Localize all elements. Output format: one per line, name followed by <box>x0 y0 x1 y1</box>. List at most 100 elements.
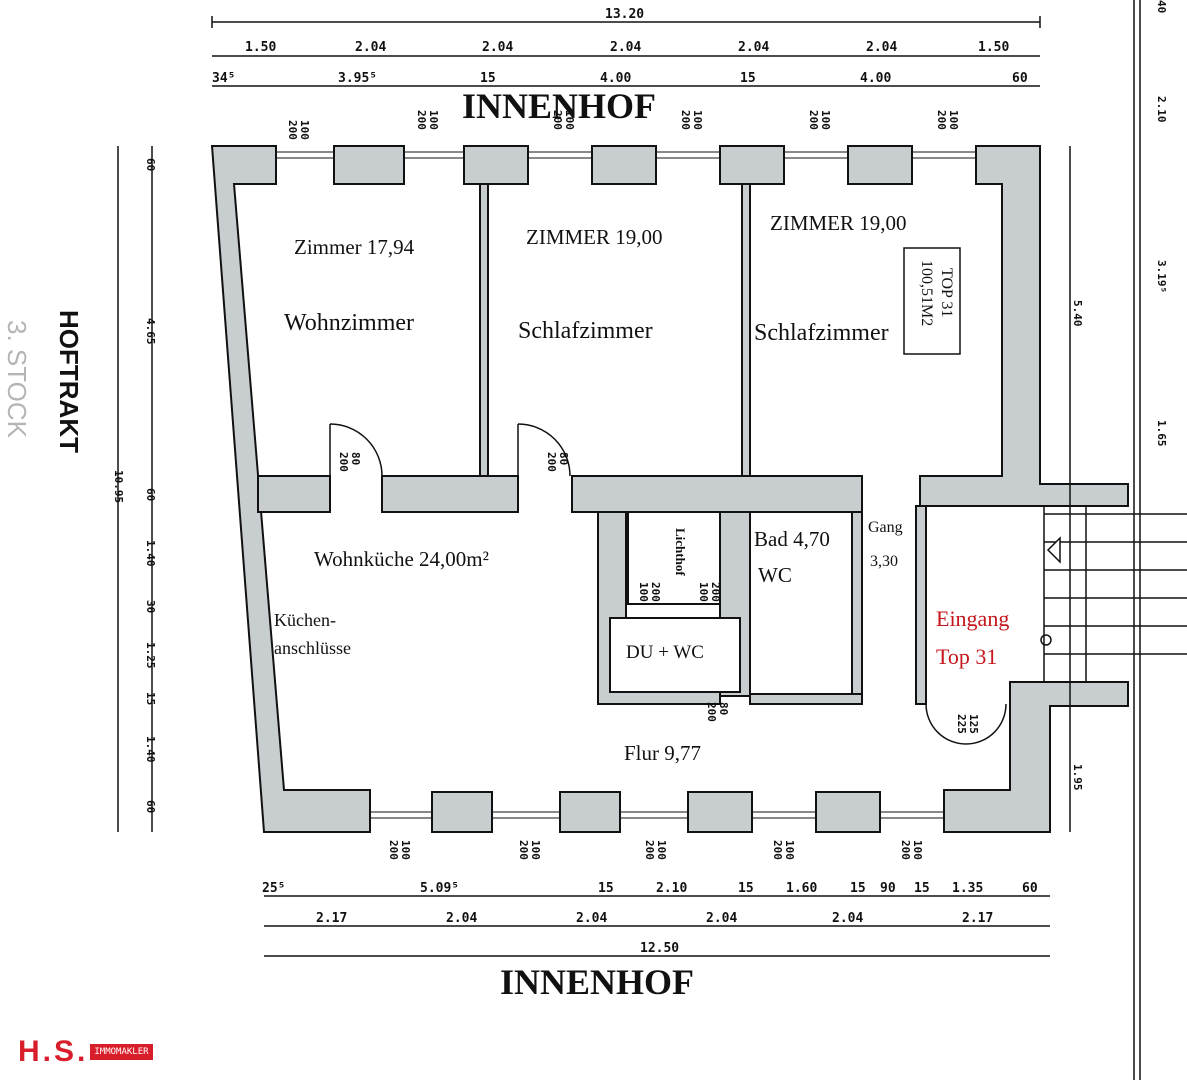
shower-room <box>609 617 741 693</box>
window-bottom-1 <box>431 791 493 833</box>
bottom-dimensions <box>264 895 1050 957</box>
bath-label: Bad 4,70 <box>754 527 830 551</box>
svg-text:40: 40 <box>1155 0 1168 13</box>
svg-text:15: 15 <box>144 692 157 705</box>
svg-text:200: 200 <box>643 840 656 860</box>
svg-text:5.09⁵: 5.09⁵ <box>420 881 459 896</box>
svg-text:100: 100 <box>697 582 710 602</box>
lichthof-shaft <box>627 511 721 605</box>
svg-text:200: 200 <box>286 120 299 140</box>
svg-text:200: 200 <box>679 110 692 130</box>
top-box-line2: 100,51M2 <box>918 260 935 326</box>
bottom-row2-dims: 2.17 2.04 2.04 2.04 2.04 2.17 <box>316 911 993 926</box>
right-dim-0: 5.40 <box>1071 300 1084 327</box>
svg-text:15: 15 <box>738 881 754 896</box>
svg-text:10.95: 10.95 <box>112 470 125 503</box>
svg-text:200: 200 <box>709 582 722 602</box>
svg-text:200: 200 <box>545 452 558 472</box>
wall-bath-bottom <box>749 693 863 705</box>
svg-text:30: 30 <box>144 600 157 613</box>
top-dim-2-5: 2.04 <box>866 40 897 55</box>
svg-text:200: 200 <box>387 840 400 860</box>
window-bottom-2 <box>559 791 621 833</box>
entrance-line2: Top 31 <box>936 644 997 669</box>
room3-name: Schlafzimmer <box>754 320 889 346</box>
svg-text:200: 200 <box>517 840 530 860</box>
svg-text:200: 200 <box>935 110 948 130</box>
top-row2-dims: 1.50 2.04 2.04 2.04 2.04 2.04 1.50 <box>245 40 1009 55</box>
door-marks: 80 200 80 200 80 200 <box>337 452 730 722</box>
svg-text:2.10: 2.10 <box>656 881 687 896</box>
left-dim-labels: 60 4.65 10.95 60 1.40 30 1.25 15 1.40 60 <box>112 158 157 813</box>
svg-text:1.65: 1.65 <box>1155 420 1168 447</box>
svg-text:2.10: 2.10 <box>1155 96 1168 123</box>
svg-text:100: 100 <box>947 110 960 130</box>
svg-text:60: 60 <box>144 158 157 171</box>
top-dim-3-4: 15 <box>740 71 756 86</box>
kitchen-note-2: anschlüsse <box>274 638 351 658</box>
svg-text:2.04: 2.04 <box>832 911 863 926</box>
lichthof-marks: 100 200 100 200 <box>637 582 722 602</box>
svg-text:80: 80 <box>717 702 730 715</box>
kitchen-label: Wohnküche 24,00m² <box>314 547 489 571</box>
top-window-glass <box>276 151 976 159</box>
window-top-1 <box>333 145 405 185</box>
svg-text:1.25: 1.25 <box>144 642 157 669</box>
kitchen-note-1: Küchen- <box>274 610 336 630</box>
top-dim-3-1: 3.95⁵ <box>338 71 377 86</box>
svg-text:60: 60 <box>144 488 157 501</box>
svg-text:80: 80 <box>557 452 570 465</box>
window-top-4 <box>719 145 785 185</box>
svg-text:100: 100 <box>911 840 924 860</box>
top-dim-2-1: 2.04 <box>355 40 386 55</box>
lichthof-label: Lichthof <box>673 528 688 576</box>
svg-text:15: 15 <box>598 881 614 896</box>
wall-r1-r2 <box>479 183 489 477</box>
svg-text:200: 200 <box>899 840 912 860</box>
wall-r2-r3 <box>741 183 751 477</box>
top-box-line1: TOP 31 <box>938 268 955 317</box>
svg-text:225: 225 <box>955 714 968 734</box>
svg-text:1.40: 1.40 <box>144 540 157 567</box>
window-top-3 <box>591 145 657 185</box>
svg-text:125: 125 <box>967 714 980 734</box>
top-dim-2-3: 2.04 <box>610 40 641 55</box>
right-strip <box>1133 0 1141 1080</box>
top-row3-dims: 34⁵ 3.95⁵ 15 4.00 15 4.00 60 <box>212 71 1028 86</box>
svg-text:100: 100 <box>399 840 412 860</box>
bottom-window-marks: 100 200 100 200 100 200 100 200 100 200 <box>387 840 924 860</box>
svg-text:1.35: 1.35 <box>952 881 983 896</box>
company-logo: H.S. IMMOMAKLER <box>18 1037 153 1067</box>
svg-text:200: 200 <box>807 110 820 130</box>
bottom-window-glass <box>370 811 944 819</box>
svg-text:100: 100 <box>655 840 668 860</box>
floor-label: 3. STOCK <box>2 320 32 439</box>
svg-text:100: 100 <box>563 110 576 130</box>
courtyard-top-label: INNENHOF <box>462 86 656 126</box>
svg-text:3.19⁵: 3.19⁵ <box>1155 260 1168 293</box>
svg-text:200: 200 <box>771 840 784 860</box>
svg-text:1.40: 1.40 <box>144 736 157 763</box>
svg-text:15: 15 <box>914 881 930 896</box>
svg-text:100: 100 <box>819 110 832 130</box>
window-top-2 <box>463 145 529 185</box>
svg-text:90: 90 <box>880 881 896 896</box>
svg-text:200: 200 <box>415 110 428 130</box>
wall-mid-1 <box>257 475 331 513</box>
bottom-overall-dim: 12.50 <box>640 941 679 956</box>
svg-text:2.04: 2.04 <box>706 911 737 926</box>
courtyard-bottom-label: INNENHOF <box>500 962 694 1002</box>
room2-name: Schlafzimmer <box>518 318 653 344</box>
wall-mid-3 <box>571 475 863 513</box>
wall-left-outer <box>210 145 371 833</box>
top-dim-3-5: 4.00 <box>860 71 891 86</box>
window-top-5 <box>847 145 913 185</box>
wall-right-lower <box>943 681 1129 833</box>
wall-right-upper <box>919 145 1129 507</box>
svg-text:25⁵: 25⁵ <box>262 881 285 896</box>
wall-mid-2 <box>381 475 519 513</box>
entrance-line1: Eingang <box>936 606 1009 631</box>
svg-text:15: 15 <box>850 881 866 896</box>
top-dim-2-4: 2.04 <box>738 40 769 55</box>
window-bottom-4 <box>815 791 881 833</box>
